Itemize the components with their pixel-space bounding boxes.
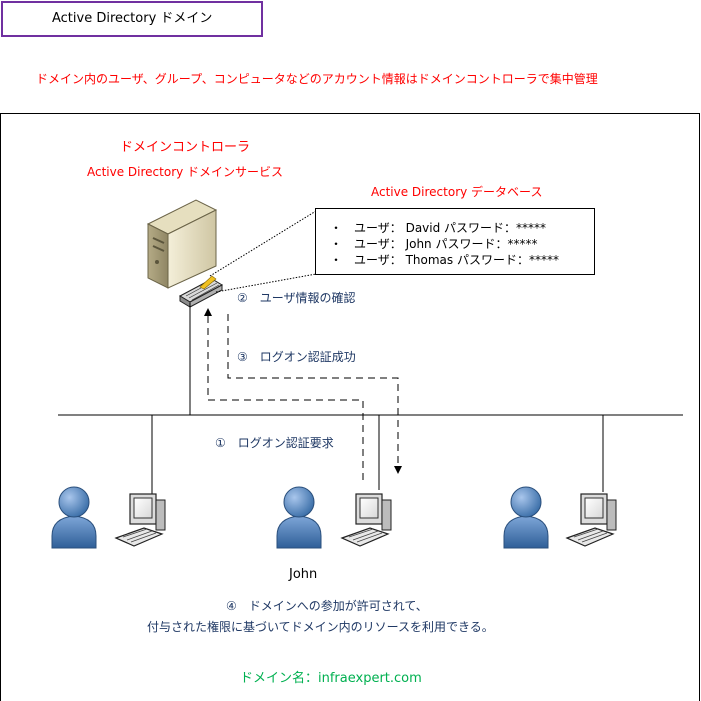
step3-label: ③ ログオン認証成功 <box>237 350 356 364</box>
user-icon-right <box>503 486 549 549</box>
controller-label: ドメインコントローラ <box>120 140 251 155</box>
step1-label: ① ログオン認証要求 <box>215 436 334 450</box>
database-entry-thomas: ・ ユーザ： Thomas パスワード：***** <box>330 253 559 267</box>
database-label: Active Directory データベース <box>371 185 543 199</box>
request-arrow <box>204 308 364 480</box>
database-callout-lines <box>209 210 317 293</box>
success-arrow <box>227 314 402 474</box>
server-icon <box>146 199 224 308</box>
domain-name: ドメイン名：infraexpert.com <box>240 671 422 686</box>
summary-text: ドメイン内のユーザ、グループ、コンピュータなどのアカウント情報はドメインコントロ… <box>36 72 598 86</box>
database-box: ・ ユーザ： David パスワード：***** ・ ユーザ： John パスワ… <box>315 208 595 275</box>
database-entry-john: ・ ユーザ： John パスワード：***** <box>330 237 538 251</box>
computer-icon-center <box>340 493 392 547</box>
user-icon-center <box>276 486 322 549</box>
title-box <box>1 1 263 37</box>
step4-line1: ④ ドメインへの参加が許可されて、 <box>226 599 428 613</box>
step2-label: ② ユーザ情報の確認 <box>237 291 356 305</box>
user-name-john: John <box>289 567 318 582</box>
database-entry-david: ・ ユーザ： David パスワード：***** <box>330 221 547 235</box>
step4-line2: 付与された権限に基づいてドメイン内のリソースを利用できる。 <box>147 620 494 634</box>
computer-icon-left <box>114 493 166 547</box>
controller-service-label: Active Directory ドメインサービス <box>87 165 284 179</box>
user-icon-left <box>51 486 97 549</box>
domain-frame <box>0 113 700 701</box>
computer-icon-right <box>565 493 617 547</box>
diagram-title: Active Directory ドメイン <box>52 11 213 26</box>
